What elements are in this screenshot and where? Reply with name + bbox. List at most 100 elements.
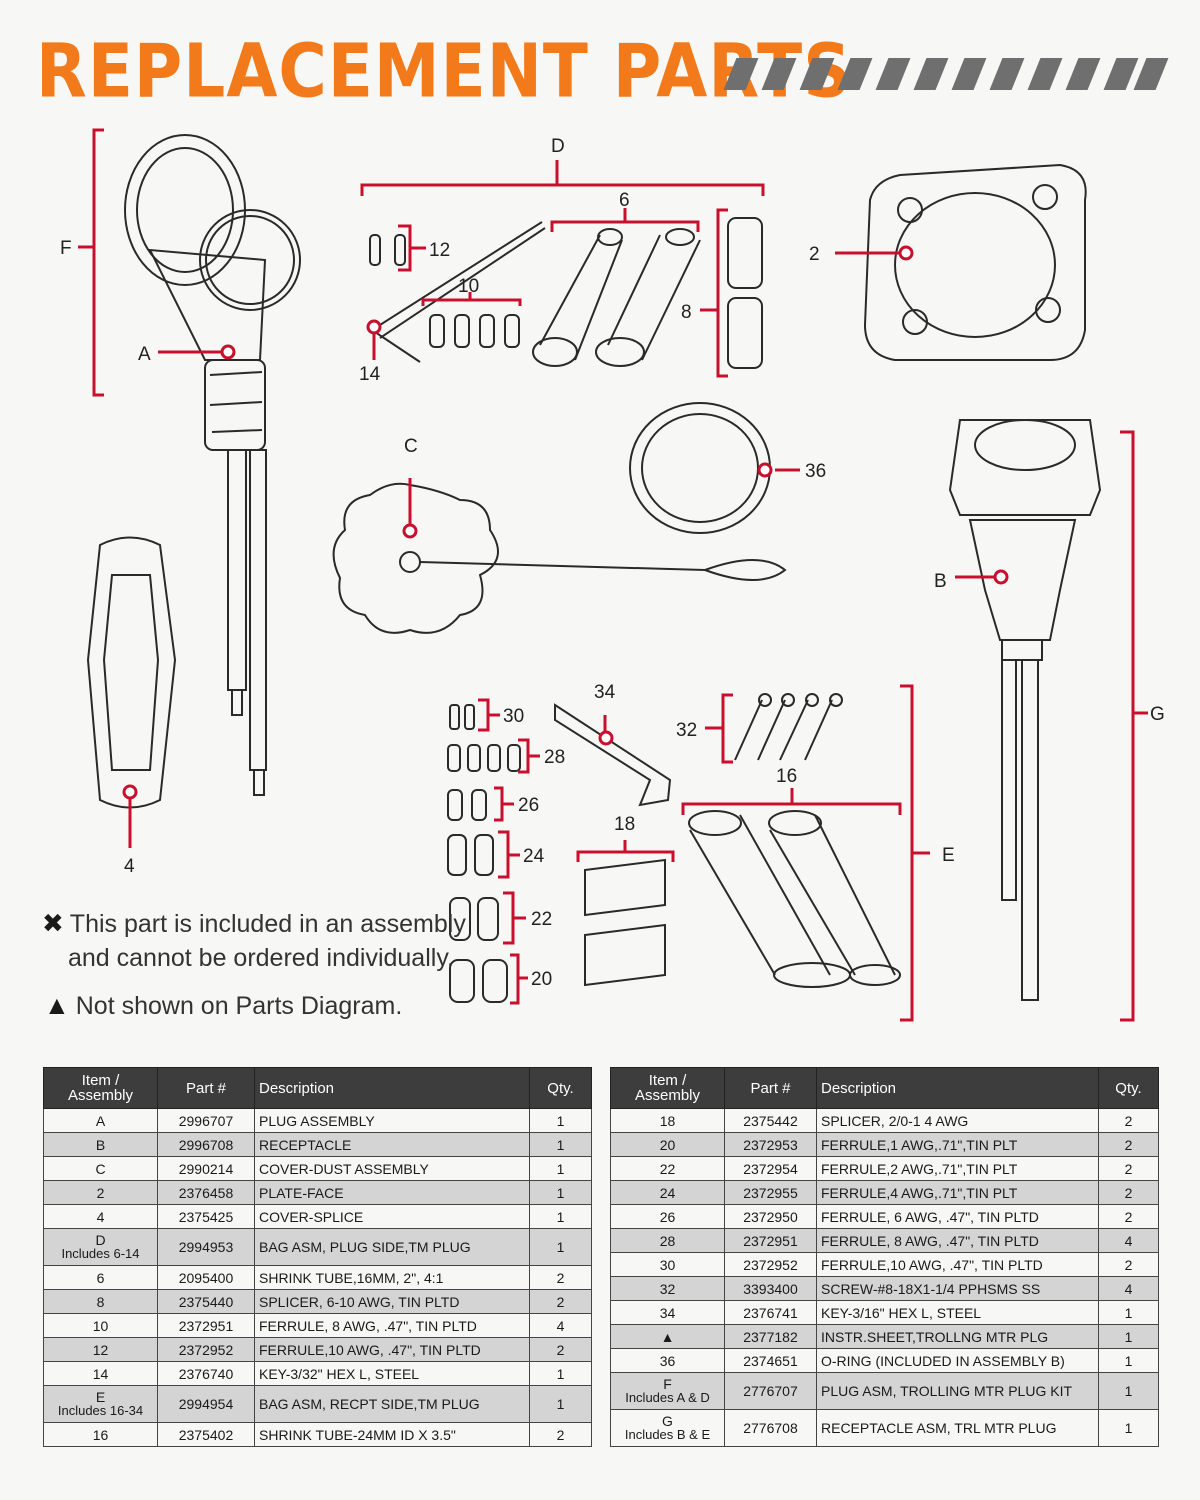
item-cell: B: [43, 1132, 158, 1157]
label-A: A: [138, 344, 151, 365]
quantity-cell: 1: [529, 1361, 592, 1386]
item-cell: 26: [610, 1204, 725, 1229]
item-cell: 2: [43, 1180, 158, 1205]
description-cell: FERRULE, 6 AWG, .47", TIN PLTD: [816, 1204, 1099, 1229]
description-cell: FERRULE,4 AWG,.71",TIN PLT: [816, 1180, 1099, 1205]
description-cell: FERRULE,1 AWG,.71",TIN PLT: [816, 1132, 1099, 1157]
part-number-cell: 2372955: [724, 1180, 817, 1205]
header-item: Item /Assembly: [610, 1067, 725, 1109]
label-2: 2: [809, 244, 820, 265]
item-cell: ▲: [610, 1324, 725, 1349]
assembly-note: ✖This part is included in an assembly an…: [42, 906, 466, 975]
part-number-cell: 2375440: [157, 1289, 255, 1314]
part-number-cell: 2377182: [724, 1324, 817, 1349]
part-number-cell: 2990214: [157, 1156, 255, 1181]
quantity-cell: 1: [529, 1108, 592, 1133]
label-16: 16: [776, 766, 797, 787]
part-number-cell: 2376741: [724, 1300, 817, 1325]
quantity-cell: 2: [1098, 1156, 1159, 1181]
part-number-cell: 2372952: [157, 1337, 255, 1362]
quantity-cell: 1: [529, 1132, 592, 1157]
callout-dots: [122, 245, 1009, 800]
part-number-cell: 2372951: [724, 1228, 817, 1253]
triangle-icon: ▲: [44, 990, 70, 1020]
header-description: Description: [816, 1067, 1099, 1109]
quantity-cell: 1: [529, 1180, 592, 1205]
part-number-cell: 2372954: [724, 1156, 817, 1181]
item-cell: 32: [610, 1276, 725, 1301]
label-28: 28: [544, 747, 565, 768]
plug-assembly-drawing: [124, 134, 301, 796]
table-header-row: Item /Assembly Part # Description Qty.: [43, 1067, 592, 1109]
label-24: 24: [523, 846, 545, 867]
header-part: Part #: [157, 1067, 255, 1109]
part-number-cell: 2372953: [724, 1132, 817, 1157]
item-cell: 8: [43, 1289, 158, 1314]
item-cell: C: [43, 1156, 158, 1181]
label-36: 36: [805, 461, 826, 482]
header-qty: Qty.: [529, 1067, 592, 1109]
label-34: 34: [594, 682, 616, 703]
label-4: 4: [124, 856, 135, 877]
label-14: 14: [359, 364, 381, 385]
label-8: 8: [681, 302, 692, 323]
quantity-cell: 2: [1098, 1108, 1159, 1133]
item-cell: 6: [43, 1265, 158, 1290]
part-number-cell: 2996707: [157, 1108, 255, 1133]
callout-lines: [78, 128, 1148, 1022]
part-number-cell: 2095400: [157, 1265, 255, 1290]
label-26: 26: [518, 795, 539, 816]
description-cell: BAG ASM, PLUG SIDE,TM PLUG: [254, 1228, 530, 1266]
quantity-cell: 4: [529, 1313, 592, 1338]
quantity-cell: 4: [1098, 1276, 1159, 1301]
quantity-cell: 1: [1098, 1348, 1159, 1373]
quantity-cell: 2: [529, 1289, 592, 1314]
label-22: 22: [531, 909, 552, 930]
header-part: Part #: [724, 1067, 817, 1109]
label-18: 18: [614, 814, 635, 835]
part-number-cell: 2776707: [724, 1372, 817, 1410]
part-number-cell: 2374651: [724, 1348, 817, 1373]
not-shown-note-text: Not shown on Parts Diagram.: [75, 992, 403, 1020]
quantity-cell: 1: [1098, 1324, 1159, 1349]
item-cell: 14: [43, 1361, 158, 1386]
item-cell: A: [43, 1108, 158, 1133]
label-20: 20: [531, 969, 552, 990]
label-32: 32: [676, 720, 697, 741]
quantity-cell: 1: [529, 1385, 592, 1423]
label-G: G: [1150, 704, 1165, 725]
description-cell: SCREW-#8-18X1-1/4 PPHSMS SS: [816, 1276, 1099, 1301]
description-cell: COVER-SPLICE: [254, 1204, 530, 1229]
item-cell: 12: [43, 1337, 158, 1362]
item-cell: 10: [43, 1313, 158, 1338]
description-cell: PLATE-FACE: [254, 1180, 530, 1205]
label-F: F: [60, 238, 72, 259]
item-cell: 24: [610, 1180, 725, 1205]
description-cell: KEY-3/16" HEX L, STEEL: [816, 1300, 1099, 1325]
quantity-cell: 1: [529, 1228, 592, 1266]
label-30: 30: [503, 706, 524, 727]
item-cell: 34: [610, 1300, 725, 1325]
splice-cover-drawing: [86, 536, 177, 809]
quantity-cell: 4: [1098, 1228, 1159, 1253]
callout-labels: F D 6 10 12 8 14 A 2 36 C B G 4 30 28 26…: [60, 136, 1165, 990]
